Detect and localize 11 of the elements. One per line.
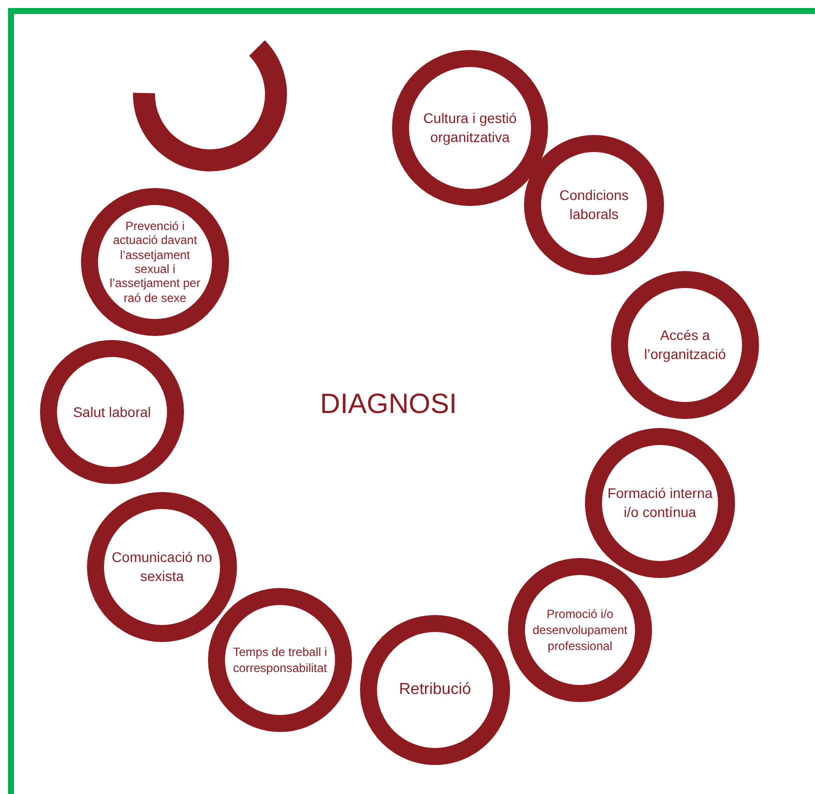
topic-text: Prevenció i actuació davant l’assetjament sexual i l’assetjament per raó de sexe — [108, 218, 202, 306]
topic-text: Retribució — [398, 680, 472, 700]
topic-text: Formació interna i/o contínua — [606, 484, 714, 522]
topic-text: Promoció i/o desenvolupament professional — [532, 606, 628, 654]
topic-text: Temps de treball i corresponsabilitat — [232, 644, 328, 676]
center-title: DIAGNOSI — [320, 388, 457, 420]
topic-text: Cultura i gestió organitzativa — [422, 109, 518, 147]
topic-text: Comunicació no sexista — [110, 548, 214, 586]
topic-text: Salut laboral — [73, 402, 151, 422]
topic-text: Accés a l’organització — [643, 326, 727, 364]
topic-text: Condicions laborals — [558, 186, 630, 224]
